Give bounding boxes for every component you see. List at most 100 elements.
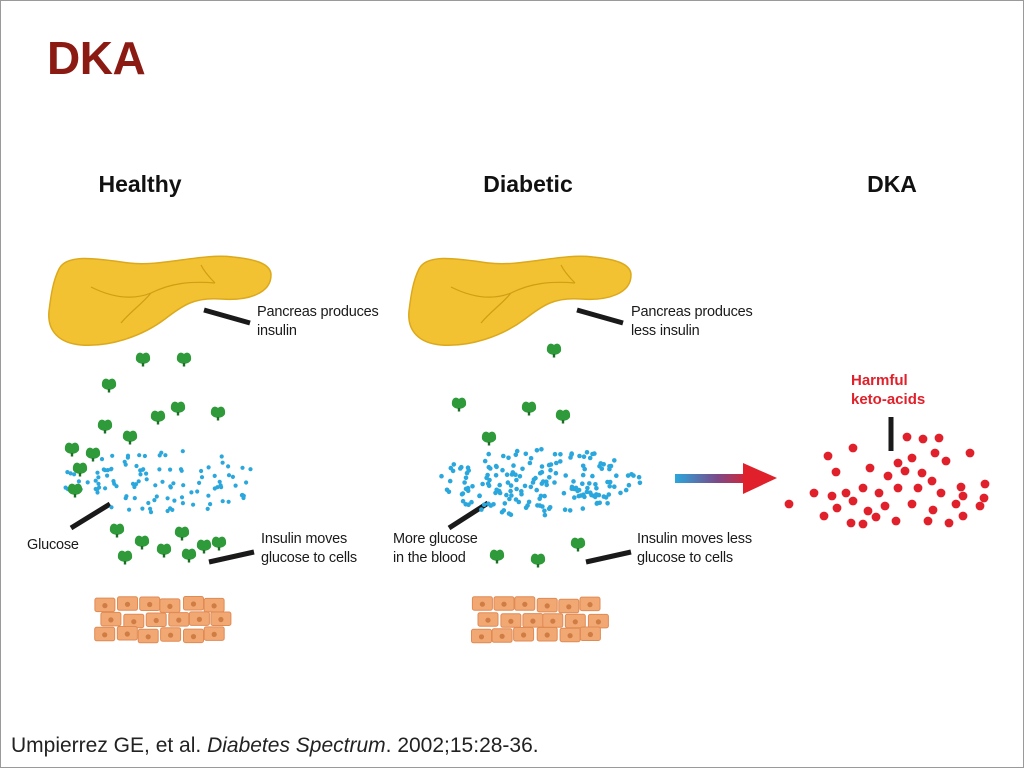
glucose-dot-icon (178, 467, 184, 472)
glucose-dot-icon (594, 486, 599, 491)
label-ketoacids: Harmful keto-acids (851, 372, 926, 408)
ketoacid-dot-icon (907, 499, 917, 509)
ketoacid-dot-icon (927, 476, 937, 486)
glucose-dot-icon (580, 481, 585, 487)
glucose-dot-icon (514, 477, 519, 483)
column-heading-diabetic: Diabetic (483, 171, 573, 197)
glucose-dot-icon (608, 463, 614, 469)
glucose-dot-icon (146, 500, 151, 506)
glucose-dot-icon (458, 466, 463, 471)
glucose-dot-icon (165, 496, 170, 501)
glucose-dot-icon (581, 492, 586, 498)
glucose-dot-icon (542, 493, 547, 499)
glucose-dot-icon (199, 475, 205, 480)
glucose-dot-icon (160, 479, 165, 484)
glucose-dot-icon (485, 472, 490, 478)
glucose-dot-icon (140, 506, 145, 511)
glucose-dot-icon (477, 493, 482, 499)
glucose-dot-icon (567, 508, 573, 513)
insulin-molecule-icon (570, 537, 586, 552)
glucose-dot-icon (528, 456, 534, 461)
insulin-molecule-icon (109, 523, 125, 538)
glucose-dot-icon (450, 468, 456, 474)
glucose-dot-icon (132, 496, 137, 501)
ketoacid-dot-icon (941, 456, 951, 466)
ketoacid-dot-icon (823, 451, 833, 461)
glucose-dot-icon (108, 467, 114, 472)
glucose-dot-icon (612, 458, 617, 463)
citation: Umpierrez GE, et al. Diabetes Spectrum. … (11, 734, 539, 758)
glucose-dot-icon (594, 500, 600, 506)
glucose-dot-icon (444, 487, 450, 493)
glucose-dot-icon (163, 453, 168, 458)
glucose-dot-icon (553, 470, 559, 476)
glucose-dot-icon (497, 490, 503, 496)
glucose-dot-icon (575, 488, 580, 494)
glucose-dot-icon (481, 502, 487, 508)
glucose-dot-icon (508, 483, 514, 488)
label-diabetic-insulin-moves: Insulin moves less glucose to cells (637, 531, 752, 566)
glucose-dot-icon (625, 473, 631, 478)
glucose-dot-icon (144, 471, 149, 476)
glucose-dot-icon (68, 471, 73, 476)
glucose-dot-icon (233, 483, 238, 488)
insulin-molecule-icon (451, 397, 467, 412)
glucose-dot-icon (612, 484, 617, 490)
glucose-dot-icon (486, 483, 492, 489)
ketoacid-dot-icon (880, 501, 890, 511)
glucose-dot-icon (168, 484, 173, 489)
glucose-dot-icon (539, 447, 544, 452)
glucose-dot-icon (631, 473, 636, 478)
glucose-dot-icon (500, 467, 505, 473)
ketoacid-dot-icon (858, 483, 868, 493)
glucose-dot-icon (123, 462, 128, 467)
insulin-molecule-icon (122, 430, 138, 445)
glucose-dot-icon (451, 462, 457, 467)
ketoacid-dot-icon (956, 482, 966, 492)
label-diabetic-pancreas: Pancreas produces less insulin (631, 304, 753, 339)
ketoacid-dot-icon (900, 466, 910, 476)
insulin-molecule-icon (134, 535, 150, 550)
column-heading-healthy: Healthy (98, 171, 182, 197)
ketoacid-dots (784, 432, 990, 529)
glucose-dots-diabetic (439, 447, 643, 518)
insulin-molecule-icon (481, 431, 497, 446)
glucose-dot-icon (240, 465, 245, 470)
glucose-dot-icon (598, 461, 603, 466)
ketoacid-dot-icon (831, 467, 841, 477)
glucose-dot-icon (109, 505, 114, 510)
insulin-molecule-icon (135, 352, 151, 367)
ketoacid-dot-icon (871, 512, 881, 522)
glucose-dot-icon (493, 463, 499, 469)
glucose-dot-icon (522, 483, 528, 489)
ketoacid-dot-icon (913, 483, 923, 493)
glucose-dot-icon (590, 473, 595, 479)
glucose-dot-icon (623, 487, 629, 493)
glucose-dot-icon (514, 486, 519, 492)
glucose-dot-icon (581, 454, 587, 460)
glucose-dot-icon (460, 498, 466, 504)
glucose-dot-icon (97, 485, 102, 490)
glucose-dot-icon (542, 512, 548, 518)
glucose-dot-icon (127, 507, 132, 512)
ketoacid-dot-icon (863, 506, 873, 516)
insulin-molecule-icon (67, 483, 83, 498)
glucose-dot-icon (125, 453, 131, 458)
glucose-dot-icon (507, 496, 512, 502)
glucose-dot-icon (152, 498, 157, 503)
glucose-dot-icon (542, 508, 547, 514)
glucose-dot-icon (606, 492, 612, 497)
glucose-dot-icon (469, 499, 474, 505)
glucose-dot-icon (226, 499, 231, 504)
insulin-molecules (64, 343, 586, 568)
insulin-molecule-icon (64, 442, 80, 457)
glucose-dot-icon (220, 460, 225, 465)
ketoacid-dot-icon (928, 505, 938, 515)
ketoacid-dot-icon (980, 479, 990, 489)
ketoacid-dot-icon (965, 448, 975, 458)
glucose-dot-icon (554, 460, 559, 466)
ketoacid-dot-icon (841, 488, 851, 498)
ketoacid-dot-icon (902, 432, 912, 442)
ketoacid-dot-icon (865, 463, 875, 473)
